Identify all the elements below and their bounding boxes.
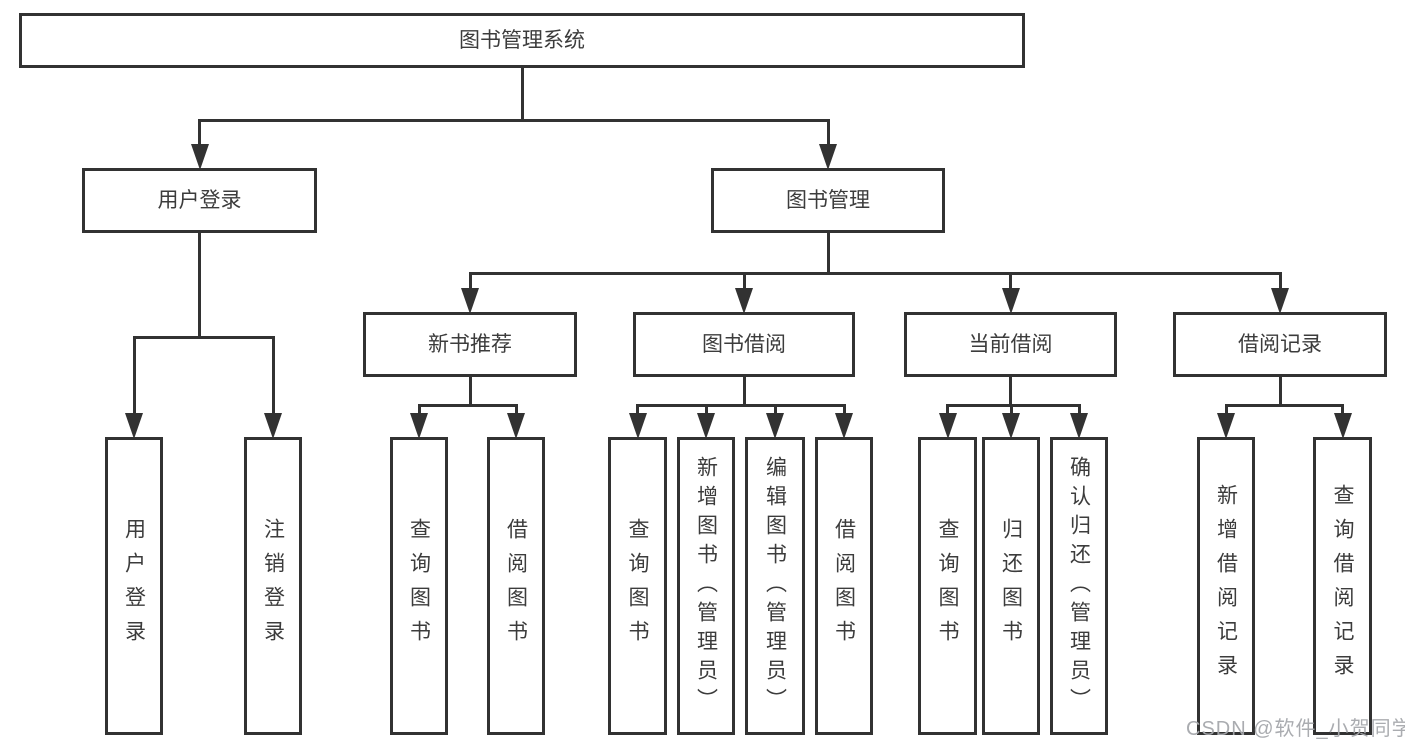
node-leaf-logout-login: 注销登录 [244,437,302,735]
node-root: 图书管理系统 [19,13,1025,68]
node-label-leaf-add-book: 新增图书（管理员） [694,455,718,717]
connector-line [1009,375,1012,407]
arrow-down-icon [1070,413,1088,439]
connector-line [198,231,201,339]
arrow-down-icon [264,413,282,439]
arrow-down-icon [1271,288,1289,314]
node-label-leaf-logout-login: 注销登录 [261,518,285,654]
node-leaf-query-book-3: 查询图书 [918,437,977,735]
node-leaf-add-record: 新增借阅记录 [1197,437,1255,735]
node-label-leaf-edit-book: 编辑图书（管理员） [763,455,787,717]
node-leaf-query-book-1: 查询图书 [390,437,448,735]
connector-line [132,336,275,339]
node-label-leaf-query-book-3: 查询图书 [936,518,959,654]
node-label-leaf-borrow-book-2: 借阅图书 [832,518,856,654]
node-label-leaf-borrow-book-1: 借阅图书 [504,518,528,654]
connector-line [417,404,518,407]
node-book-borrow: 图书借阅 [633,312,855,377]
arrow-down-icon [835,413,853,439]
connector-line [520,66,524,122]
connector-line [1278,375,1282,407]
connector-line [468,272,1282,275]
node-label-leaf-query-book-2: 查询图书 [626,518,649,654]
connector-line [826,231,830,275]
node-label-leaf-query-book-1: 查询图书 [407,518,431,654]
node-leaf-query-book-2: 查询图书 [608,437,667,735]
connector-line [1278,275,1282,294]
arrow-down-icon [1333,413,1352,439]
node-label-book-borrow: 图书借阅 [702,333,786,356]
node-new-book-rec: 新书推荐 [363,312,577,377]
node-label-leaf-user-login: 用户登录 [122,518,146,654]
node-book-mgmt: 图书管理 [711,168,945,233]
node-label-new-book-rec: 新书推荐 [428,333,512,356]
node-leaf-edit-book: 编辑图书（管理员） [745,437,805,735]
node-borrow-records: 借阅记录 [1173,312,1387,377]
node-leaf-borrow-book-1: 借阅图书 [487,437,545,735]
arrow-down-icon [410,413,428,439]
connector-line [1224,404,1344,407]
arrow-down-icon [1217,413,1235,439]
node-current-borrow: 当前借阅 [904,312,1117,377]
node-label-current-borrow: 当前借阅 [968,333,1053,356]
arrow-down-icon [735,288,753,314]
node-leaf-borrow-book-2: 借阅图书 [815,437,873,735]
arrow-down-icon [938,413,957,439]
connector-line [742,375,746,407]
connector-line [468,375,472,407]
node-label-user-login: 用户登录 [157,189,242,212]
node-label-leaf-return-book: 归还图书 [999,518,1023,654]
connector-line [132,339,136,419]
connector-line [271,339,275,419]
connector-line [636,404,846,407]
node-label-root: 图书管理系统 [459,29,585,52]
arrow-down-icon [819,144,837,170]
node-label-borrow-records: 借阅记录 [1238,333,1322,356]
node-label-leaf-confirm-return: 确认归还（管理员） [1067,455,1091,717]
arrow-down-icon [507,413,525,439]
arrow-down-icon [125,413,143,439]
connector-line [198,122,201,150]
node-label-book-mgmt: 图书管理 [786,189,870,212]
arrow-down-icon [190,144,209,170]
arrow-down-icon [1001,288,1020,314]
connector-line [1009,275,1012,294]
node-leaf-add-book: 新增图书（管理员） [677,437,735,735]
node-label-leaf-query-record: 查询借阅记录 [1331,484,1354,688]
arrow-down-icon [766,413,784,439]
node-user-login: 用户登录 [82,168,317,233]
connector-line [198,119,830,122]
arrow-down-icon [1002,413,1020,439]
node-label-leaf-add-record: 新增借阅记录 [1214,484,1238,688]
csdn-watermark: CSDN @软件_小贺同学 [1186,718,1405,740]
node-leaf-user-login: 用户登录 [105,437,163,735]
node-leaf-return-book: 归还图书 [982,437,1040,735]
arrow-down-icon [461,288,479,314]
node-leaf-query-record: 查询借阅记录 [1313,437,1372,735]
arrow-down-icon [628,413,647,439]
connector-line [468,275,472,294]
node-leaf-confirm-return: 确认归还（管理员） [1050,437,1108,735]
connector-line [946,404,1081,407]
connector-line [742,275,746,294]
connector-line [826,122,830,150]
arrow-down-icon [697,413,715,439]
